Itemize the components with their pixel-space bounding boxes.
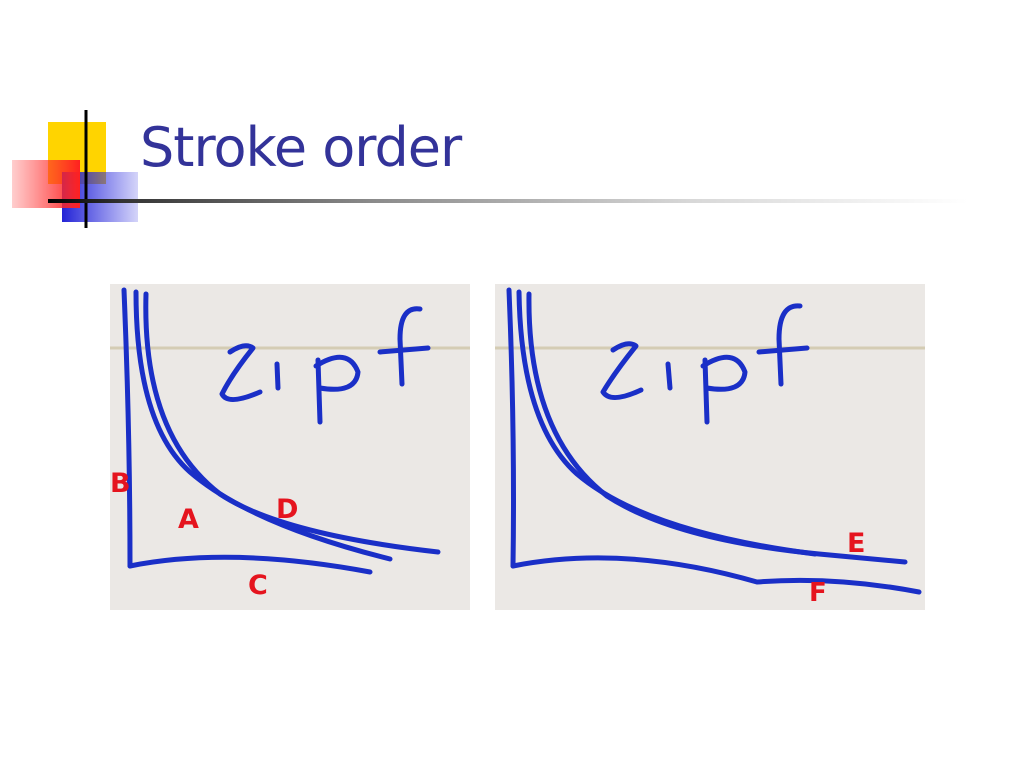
left-sketch-drawing	[110, 287, 470, 575]
left-sketch-panel: B A D C	[110, 284, 470, 610]
title-underline	[48, 199, 968, 203]
stroke-outer-curve	[526, 291, 908, 565]
right-sketch-panel: E F	[495, 284, 925, 610]
label-c: C	[248, 570, 268, 601]
slide-logo	[12, 110, 138, 228]
label-e: E	[847, 528, 866, 559]
stroke-a	[133, 289, 393, 562]
stroke-axis-x	[510, 555, 922, 595]
stroke-c	[127, 554, 373, 575]
stroke-inner-curve	[516, 289, 818, 557]
label-d: D	[276, 494, 299, 525]
label-a: A	[178, 504, 199, 535]
handwritten-zipf	[219, 306, 431, 425]
slide-title: Stroke order	[140, 116, 462, 179]
stroke-d	[143, 291, 441, 555]
handwritten-zipf	[600, 303, 810, 425]
right-sketch-drawing	[495, 287, 925, 595]
stroke-b	[121, 287, 133, 569]
label-f: F	[809, 578, 827, 608]
stroke-axis-y	[506, 287, 516, 569]
label-b: B	[110, 468, 131, 499]
